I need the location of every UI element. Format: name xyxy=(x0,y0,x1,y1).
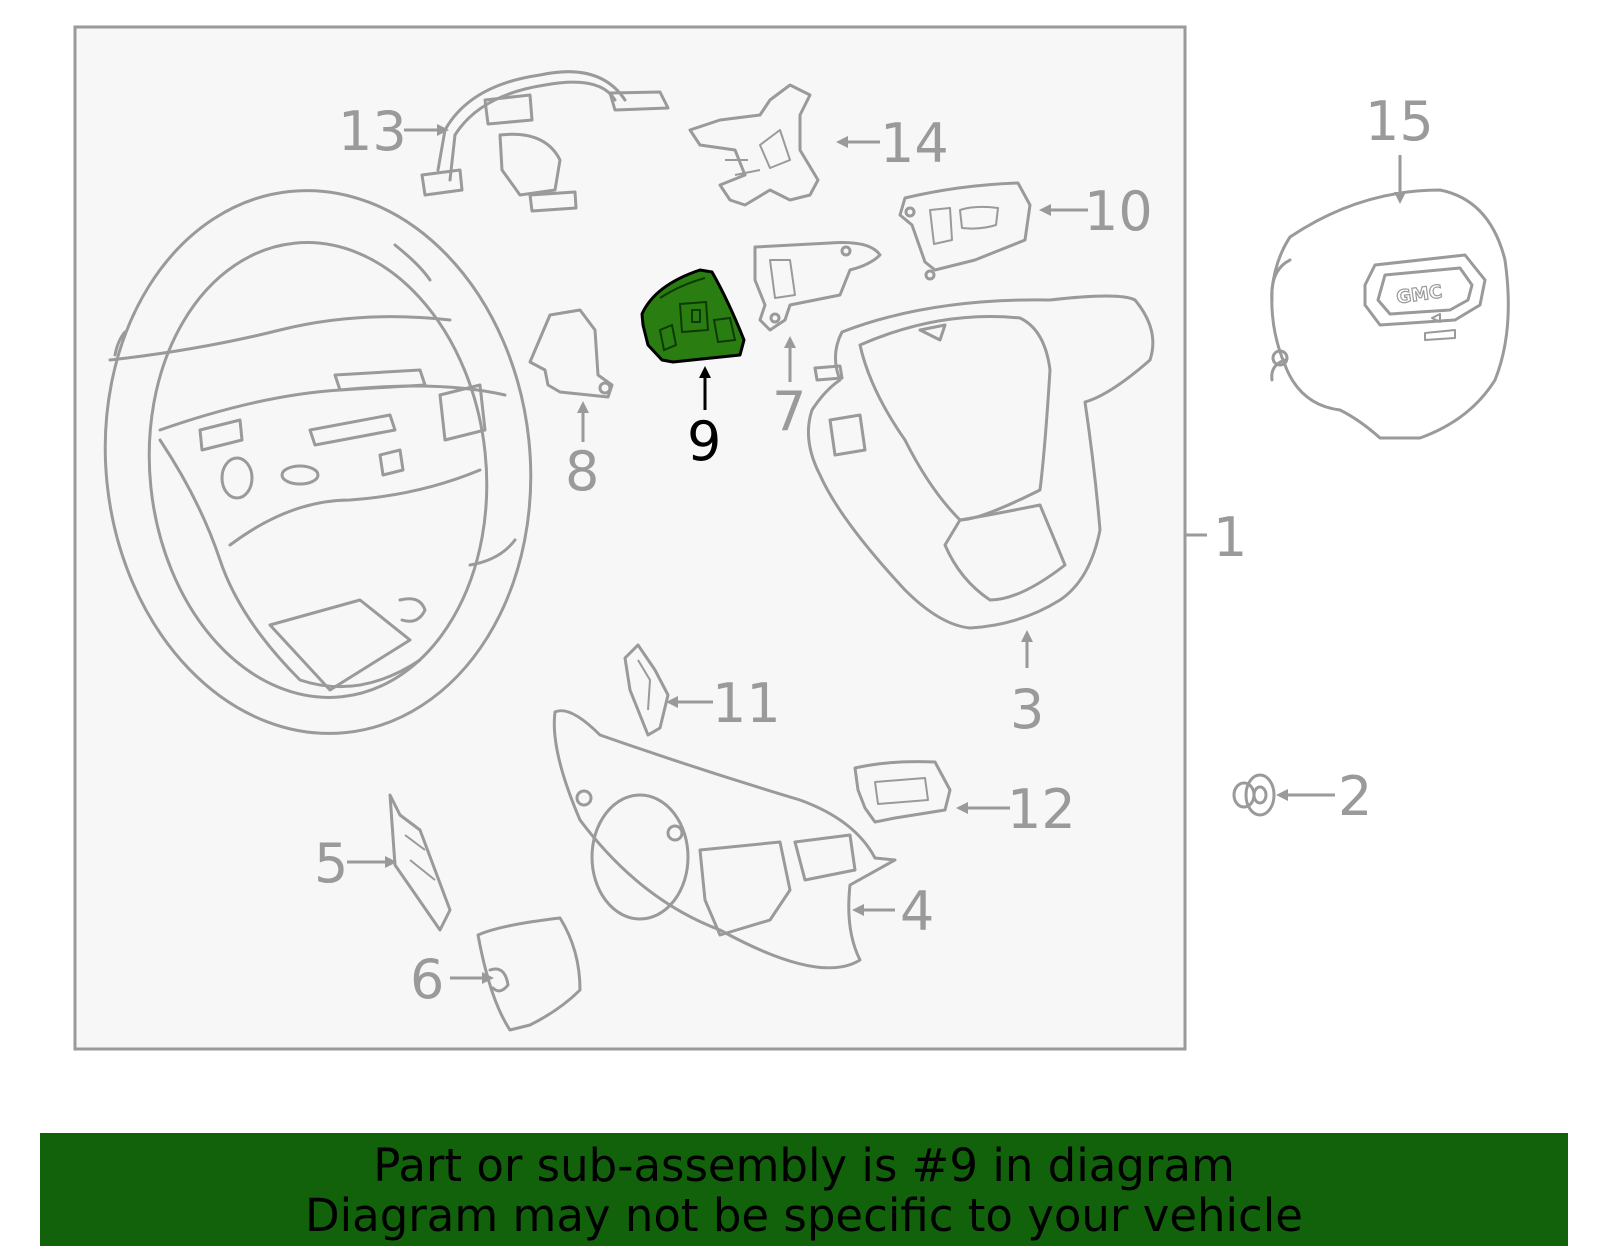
banner-line-disclaimer: Diagram may not be specific to your vehi… xyxy=(305,1189,1303,1242)
callout-5: 5 xyxy=(314,832,348,895)
part-15-airbag-module: GMC xyxy=(1270,188,1510,440)
part-9-steering-wheel-switch xyxy=(640,268,746,364)
part-14-bracket xyxy=(688,83,820,207)
part-7-bracket xyxy=(753,241,882,332)
callout-12: 12 xyxy=(1007,778,1076,841)
part-13-wiring-harness xyxy=(420,70,670,213)
callout-13: 13 xyxy=(338,100,407,163)
callout-14: 14 xyxy=(880,112,949,175)
part-5-switch-bezel xyxy=(388,793,452,932)
gmc-logo-text: GMC xyxy=(1395,281,1443,308)
part-8-bracket xyxy=(528,308,614,399)
steering-wheel-part xyxy=(103,189,533,735)
callout-11: 11 xyxy=(712,672,781,735)
callout-4: 4 xyxy=(900,880,934,943)
callout-7: 7 xyxy=(772,380,806,443)
part-6-lower-cover xyxy=(476,916,582,1032)
info-banner: Part or sub-assembly is #9 in diagram Di… xyxy=(40,1133,1568,1246)
part-3-trim-cover xyxy=(806,294,1155,630)
part-4-rear-cover xyxy=(552,709,897,970)
part-11-switch xyxy=(623,643,670,737)
part-12-switch-module xyxy=(853,760,952,824)
callout-10: 10 xyxy=(1084,180,1153,243)
part-2-screw xyxy=(1232,773,1276,817)
leader-lines xyxy=(347,124,1406,984)
banner-line-part: Part or sub-assembly is #9 in diagram xyxy=(373,1139,1235,1192)
callout-15: 15 xyxy=(1365,90,1434,153)
callout-8: 8 xyxy=(565,440,599,503)
callout-3: 3 xyxy=(1010,678,1044,741)
callout-6: 6 xyxy=(410,948,444,1011)
callout-2: 2 xyxy=(1338,765,1372,828)
part-10-switch-module xyxy=(898,181,1032,281)
callout-1: 1 xyxy=(1213,506,1247,569)
callout-9-highlighted: 9 xyxy=(687,410,721,473)
